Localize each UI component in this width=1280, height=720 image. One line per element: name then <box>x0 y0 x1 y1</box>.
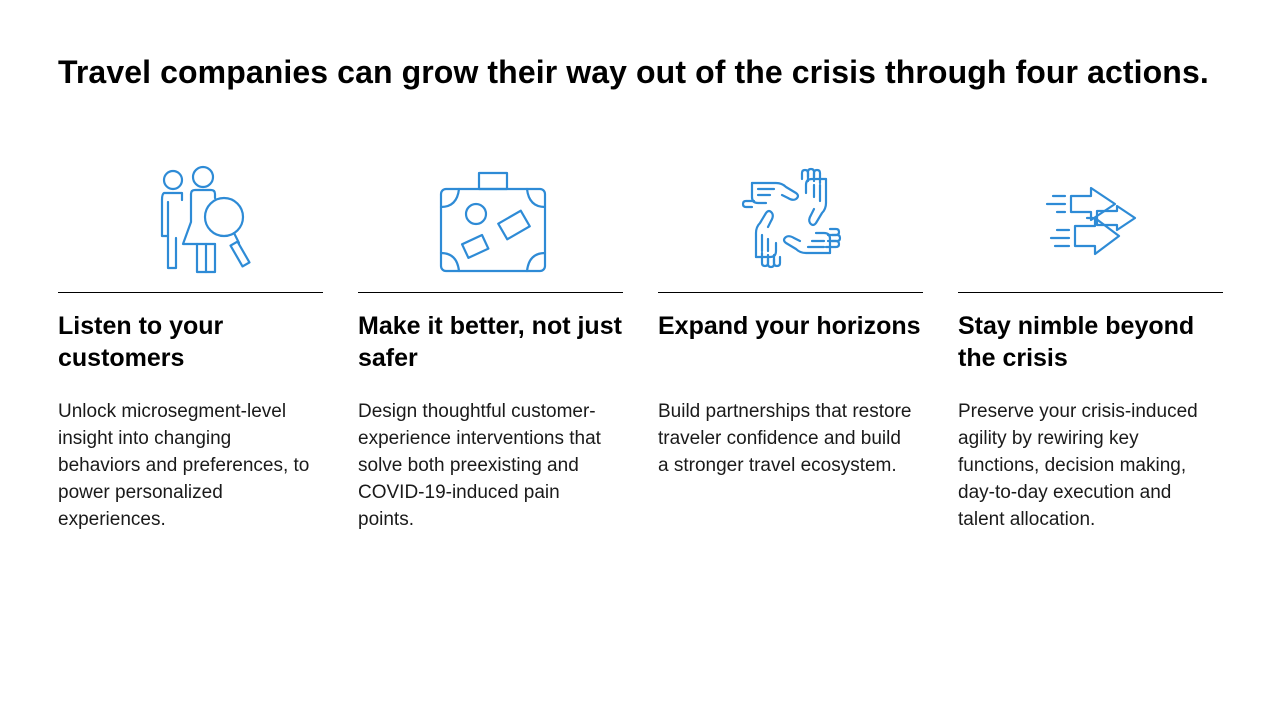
action-heading: Expand your horizons <box>658 312 921 340</box>
action-heading: Stay nimble beyond the crisis <box>958 312 1195 372</box>
action-description: Unlock microsegment-level insight into c… <box>58 401 310 530</box>
divider <box>358 292 623 293</box>
action-column-expand: Expand your horizons Build partnerships … <box>658 158 923 476</box>
slide-title: Travel companies can grow their way out … <box>58 54 1209 90</box>
action-column-listen: Listen to your customers Unlock microseg… <box>58 158 323 530</box>
action-description: Preserve your crisis-induced agility by … <box>958 401 1198 530</box>
action-column-nimble: Stay nimble beyond the crisis Preserve y… <box>958 158 1223 530</box>
action-description: Design thoughtful customer-experience in… <box>358 401 601 530</box>
linked-hands-icon <box>658 158 923 278</box>
suitcase-icon <box>358 158 623 278</box>
customers-magnifier-icon <box>58 158 323 278</box>
divider <box>658 292 923 293</box>
forward-arrows-icon <box>958 158 1223 278</box>
action-heading: Make it better, not just safer <box>358 312 622 372</box>
divider <box>58 292 323 293</box>
action-heading: Listen to your customers <box>58 312 224 372</box>
divider <box>958 292 1223 293</box>
action-description: Build partnerships that restore traveler… <box>658 401 912 476</box>
action-column-better: Make it better, not just safer Design th… <box>358 158 623 530</box>
